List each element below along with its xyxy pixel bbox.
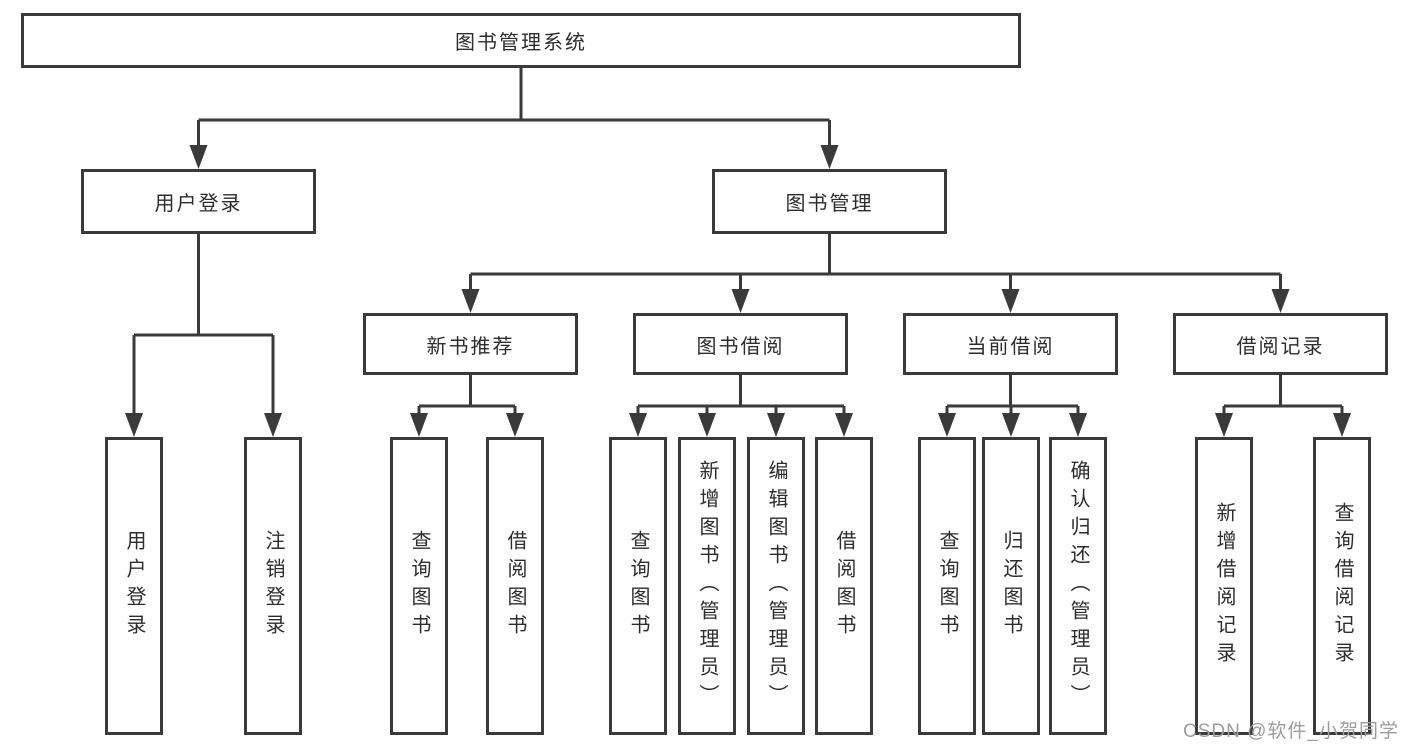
node-label: 图书管理 — [785, 193, 874, 215]
node-root: 图书管理系统 — [21, 13, 1021, 68]
node-leaf-query-book-2: 查询图书 — [609, 437, 667, 735]
node-leaf-user-login: 用户登录 — [105, 437, 163, 735]
watermark: CSDN @软件_小贺同学 — [1183, 721, 1399, 742]
node-label: 当前借阅 — [966, 335, 1055, 358]
node-label: 归还图书 — [1000, 530, 1022, 642]
node-label: 新增借阅记录 — [1213, 502, 1235, 670]
node-label: 借阅图书 — [833, 530, 855, 642]
node-label: 用户登录 — [154, 193, 243, 215]
node-label: 借阅图书 — [504, 530, 526, 642]
node-label: 确认归还（管理员） — [1067, 460, 1089, 712]
node-book-management: 图书管理 — [712, 169, 947, 234]
node-leaf-borrow-book-2: 借阅图书 — [815, 437, 873, 735]
node-leaf-add-borrow-record: 新增借阅记录 — [1195, 437, 1253, 735]
node-leaf-return-book: 归还图书 — [982, 437, 1040, 735]
node-user-login: 用户登录 — [81, 169, 316, 234]
node-label: 图书借阅 — [696, 335, 785, 358]
node-leaf-borrow-book-1: 借阅图书 — [486, 437, 544, 735]
node-label: 用户登录 — [123, 530, 145, 642]
node-leaf-logout: 注销登录 — [244, 437, 302, 735]
node-leaf-add-book: 新增图书（管理员） — [678, 437, 736, 735]
node-label: 新增图书（管理员） — [696, 460, 718, 712]
node-current-borrow: 当前借阅 — [903, 313, 1118, 375]
node-leaf-query-borrow-record: 查询借阅记录 — [1313, 437, 1371, 735]
node-label: 借阅记录 — [1236, 335, 1325, 358]
node-book-borrow: 图书借阅 — [633, 313, 848, 375]
node-leaf-query-book-1: 查询图书 — [390, 437, 448, 735]
node-new-book-recommend: 新书推荐 — [363, 313, 578, 375]
node-label: 查询图书 — [936, 530, 958, 642]
node-label: 编辑图书（管理员） — [765, 460, 787, 712]
node-borrow-records: 借阅记录 — [1173, 313, 1388, 375]
node-label: 查询借阅记录 — [1331, 502, 1353, 670]
node-label: 注销登录 — [262, 530, 284, 642]
node-leaf-confirm-return: 确认归还（管理员） — [1049, 437, 1107, 735]
node-leaf-edit-book: 编辑图书（管理员） — [747, 437, 805, 735]
node-label: 图书管理系统 — [455, 32, 587, 54]
node-label: 查询图书 — [408, 530, 430, 642]
node-label: 查询图书 — [627, 530, 649, 642]
node-label: 新书推荐 — [426, 335, 515, 358]
node-leaf-query-book-3: 查询图书 — [918, 437, 976, 735]
